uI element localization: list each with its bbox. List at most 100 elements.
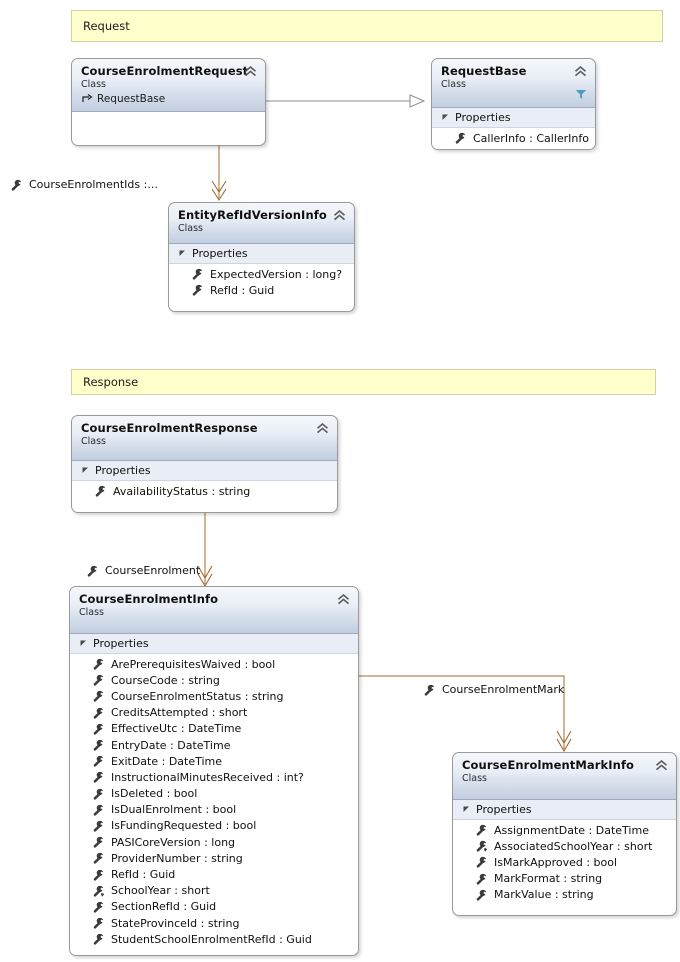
property-wrench-icon <box>93 934 104 945</box>
class-body: Properties CallerInfo : CallerInfo <box>432 108 595 149</box>
member-label: AssignmentDate : DateTime <box>494 823 649 837</box>
class-title: CourseEnrolmentRequest <box>81 64 249 78</box>
member-list: AvailabilityStatus : string <box>72 481 337 504</box>
member-label: ExitDate : DateTime <box>111 754 223 768</box>
property-wrench-icon <box>93 836 104 848</box>
triangle-collapse-icon[interactable] <box>463 806 470 813</box>
property-wrench-icon <box>476 873 487 885</box>
triangle-collapse-icon[interactable] <box>179 250 186 257</box>
member-row[interactable]: AvailabilityStatus : string <box>72 483 337 499</box>
section-properties[interactable]: Properties <box>453 800 676 820</box>
member-row[interactable]: CourseEnrolmentStatus : string <box>70 688 358 704</box>
member-label: RefId : Guid <box>111 868 176 882</box>
member-row[interactable]: PASICoreVersion : long <box>70 834 358 850</box>
property-wrench-icon <box>476 824 487 836</box>
class-title: RequestBase <box>441 64 527 78</box>
property-wrench-icon <box>476 857 487 869</box>
member-row[interactable]: IsDeleted : bool <box>70 786 358 802</box>
class-header: EntityRefIdVersionInfo Class <box>169 203 354 244</box>
class-course-enrolment-mark-info[interactable]: CourseEnrolmentMarkInfo Class Properties… <box>452 752 677 916</box>
section-label: Properties <box>192 247 248 260</box>
member-row[interactable]: RefId : Guid <box>70 866 358 882</box>
funnel-icon[interactable] <box>575 89 587 100</box>
member-row[interactable]: ExitDate : DateTime <box>70 753 358 769</box>
property-wrench-icon <box>11 179 22 191</box>
class-stereotype: Class <box>79 607 104 618</box>
member-row[interactable]: IsDualEnrolment : bool <box>70 802 358 818</box>
class-header: CourseEnrolmentRequest Class RequestBase <box>72 59 265 112</box>
member-row[interactable]: StateProvinceId : string <box>70 915 358 931</box>
class-course-enrolment-info[interactable]: CourseEnrolmentInfo Class Properties Are… <box>69 586 359 956</box>
member-row[interactable]: IsMarkApproved : bool <box>453 854 676 870</box>
member-row[interactable]: ExpectedVersion : long? <box>169 266 354 282</box>
property-wrench-icon <box>93 869 104 881</box>
property-wrench-icon <box>93 804 104 816</box>
property-wrench-icon <box>93 707 104 719</box>
property-wrench-heart-icon <box>476 841 487 852</box>
role-label-text: CourseEnrolment <box>105 564 201 577</box>
member-row[interactable]: RefId : Guid <box>169 282 354 298</box>
member-row[interactable]: MarkValue : string <box>453 887 676 903</box>
member-row[interactable]: EffectiveUtc : DateTime <box>70 721 358 737</box>
chevron-up-icon[interactable] <box>333 210 346 221</box>
member-label: RefId : Guid <box>210 283 275 297</box>
role-label-text: CourseEnrolmentIds :... <box>29 178 158 191</box>
property-wrench-icon <box>93 739 104 751</box>
member-label: EffectiveUtc : DateTime <box>111 722 242 736</box>
chevron-up-icon[interactable] <box>655 760 668 771</box>
class-stereotype: Class <box>441 79 466 90</box>
triangle-collapse-icon[interactable] <box>80 640 87 647</box>
class-stereotype: Class <box>178 223 203 234</box>
member-list: CallerInfo : CallerInfo <box>432 128 595 149</box>
member-label: MarkValue : string <box>494 888 594 902</box>
request-band[interactable]: Request <box>71 10 663 42</box>
member-row[interactable]: AssociatedSchoolYear : short <box>453 838 676 854</box>
triangle-collapse-icon[interactable] <box>442 114 449 121</box>
member-label: AssociatedSchoolYear : short <box>494 839 653 853</box>
property-wrench-icon <box>93 853 104 864</box>
section-properties[interactable]: Properties <box>72 461 337 481</box>
class-title: CourseEnrolmentMarkInfo <box>462 758 635 772</box>
chevron-up-icon[interactable] <box>244 66 257 77</box>
class-entity-refid-version-info[interactable]: EntityRefIdVersionInfo Class Properties <box>168 202 355 312</box>
section-properties[interactable]: Properties <box>169 244 354 264</box>
property-wrench-heart-icon <box>93 885 104 897</box>
member-row[interactable]: CourseCode : string <box>70 672 358 688</box>
member-row[interactable]: InstructionalMinutesReceived : int? <box>70 769 358 785</box>
member-row[interactable]: ProviderNumber : string <box>70 850 358 866</box>
class-course-enrolment-response[interactable]: CourseEnrolmentResponse Class Properties <box>71 415 338 513</box>
member-row[interactable]: AssignmentDate : DateTime <box>453 822 676 838</box>
property-wrench-icon <box>95 485 106 497</box>
class-course-enrolment-request[interactable]: CourseEnrolmentRequest Class RequestBase <box>71 58 266 146</box>
member-row[interactable]: SectionRefId : Guid <box>70 899 358 915</box>
class-base-type: RequestBase <box>81 92 256 106</box>
connector-assoc-entityrefidversioninfo <box>211 146 227 202</box>
member-label: PASICoreVersion : long <box>111 835 236 849</box>
member-row[interactable]: MarkFormat : string <box>453 871 676 887</box>
member-row[interactable]: StudentSchoolEnrolmentRefId : Guid <box>70 931 358 947</box>
chevron-up-icon[interactable] <box>337 594 350 605</box>
member-row[interactable]: ArePrerequisitesWaived : bool <box>70 656 358 672</box>
member-row[interactable]: CreditsAttempted : short <box>70 705 358 721</box>
section-properties[interactable]: Properties <box>432 108 595 128</box>
class-title: EntityRefIdVersionInfo <box>178 208 327 222</box>
member-label: IsFundingRequested : bool <box>111 819 257 833</box>
section-label: Properties <box>476 803 532 816</box>
member-row[interactable]: CallerInfo : CallerInfo <box>432 130 595 146</box>
class-header: RequestBase Class <box>432 59 595 108</box>
response-band-label: Response <box>83 375 139 389</box>
chevron-up-icon[interactable] <box>574 66 587 77</box>
class-request-base[interactable]: RequestBase Class Properties <box>431 58 596 150</box>
member-row[interactable]: EntryDate : DateTime <box>70 737 358 753</box>
property-wrench-icon <box>93 820 104 832</box>
member-label: CallerInfo : CallerInfo <box>473 131 589 145</box>
member-row[interactable]: IsFundingRequested : bool <box>70 818 358 834</box>
class-body: Properties ExpectedVersion : long? RefId… <box>169 244 354 304</box>
chevron-up-icon[interactable] <box>316 423 329 434</box>
member-row[interactable]: SchoolYear : short <box>70 883 358 899</box>
section-properties[interactable]: Properties <box>70 634 358 654</box>
response-band[interactable]: Response <box>71 369 656 395</box>
triangle-collapse-icon[interactable] <box>82 467 89 474</box>
property-wrench-icon <box>93 788 104 800</box>
